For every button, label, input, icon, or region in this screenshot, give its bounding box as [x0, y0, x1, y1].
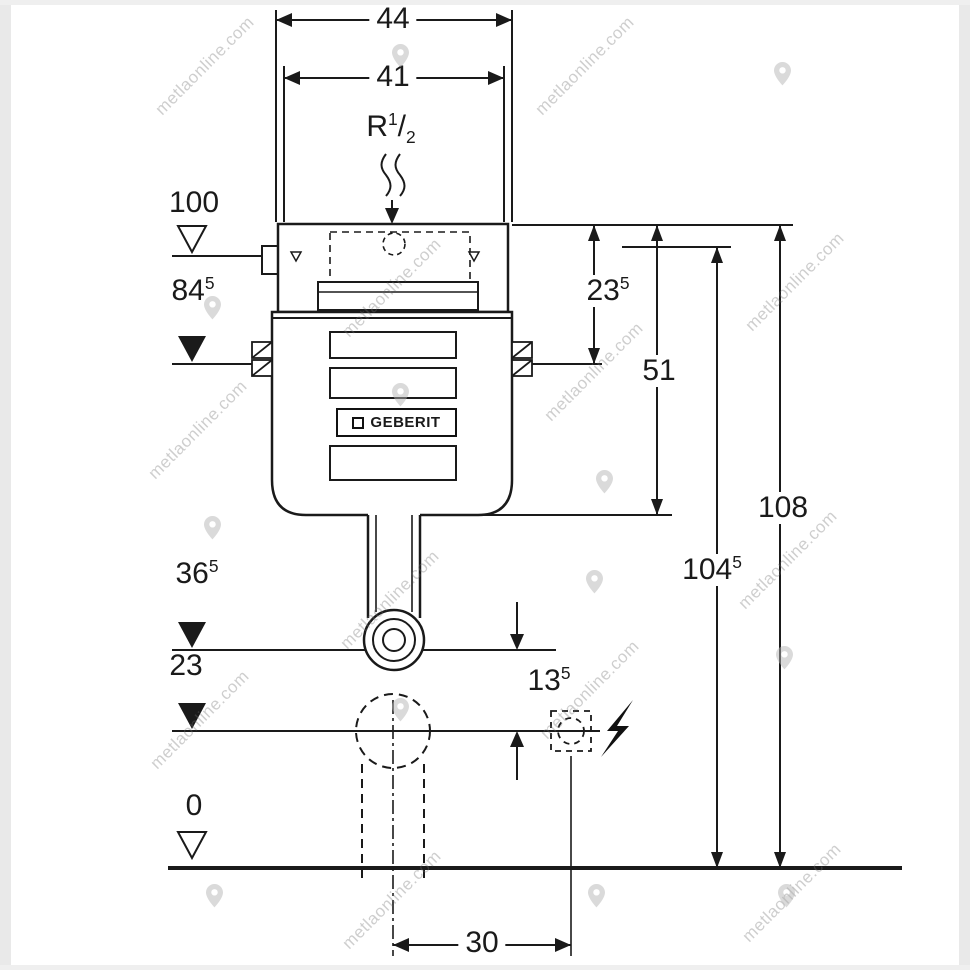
service-box	[261, 222, 510, 314]
dim-r12-label: R1/2	[366, 109, 416, 147]
dim-36-5-label: 365	[175, 556, 219, 590]
dim-41-label: 41	[369, 61, 417, 93]
geberit-logo: GEBERIT	[336, 408, 457, 437]
top-dimension-arrows	[276, 13, 512, 85]
dim-44-label: 44	[369, 3, 417, 35]
reference-lines	[172, 255, 602, 732]
filled-triangle-84-5	[178, 336, 206, 362]
water-supply-symbol	[380, 153, 406, 214]
wall-brackets	[251, 341, 533, 377]
lightning-bolt-icon	[601, 700, 633, 757]
dim-23-label: 23	[169, 649, 203, 682]
filled-triangle-23	[178, 703, 206, 729]
right-dimension-arrows	[510, 225, 786, 868]
dim-100-label: 100	[168, 186, 220, 219]
right-extension-lines	[512, 224, 793, 248]
flush-pipe	[366, 502, 422, 618]
geberit-logo-text: GEBERIT	[370, 414, 441, 431]
level-markers	[176, 225, 208, 861]
drain-connection	[362, 608, 426, 672]
open-triangle-100	[176, 225, 208, 255]
filled-triangle-36-5	[178, 622, 206, 648]
dim-104-5-label: 1045	[675, 553, 749, 586]
geberit-logo-square-icon	[352, 416, 365, 429]
dim-23-5-label: 235	[579, 274, 637, 307]
dim-84-5-label: 845	[171, 273, 215, 307]
open-triangle-0	[176, 831, 208, 861]
supply-arrow	[385, 208, 399, 224]
electrical-connection	[550, 710, 592, 956]
right-dimension-lines	[516, 225, 781, 868]
outlet-pipe-dashed	[355, 693, 431, 880]
dim-0-label: 0	[185, 789, 203, 822]
dim-51-label: 51	[635, 355, 683, 387]
dim-30-label: 30	[458, 927, 506, 959]
dim-108-label: 108	[750, 492, 816, 524]
dim-13-5-label: 135	[527, 663, 571, 697]
